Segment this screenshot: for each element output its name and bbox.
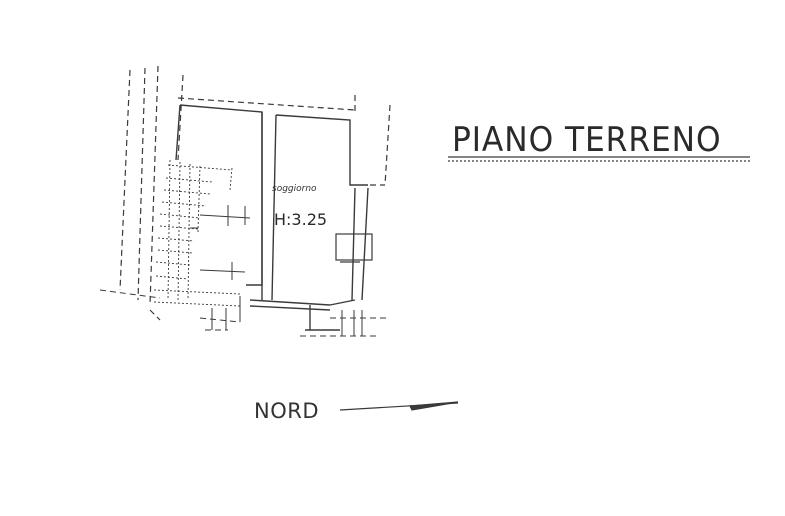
room-height-label: H:3.25 bbox=[274, 210, 328, 229]
tick-marks bbox=[211, 296, 363, 336]
title-underline bbox=[448, 156, 750, 162]
north-label: NORD bbox=[254, 399, 319, 423]
outer-boundary-dashed bbox=[119, 65, 391, 321]
north-arrow bbox=[339, 401, 459, 411]
walls bbox=[175, 104, 369, 331]
stair-hatching bbox=[153, 159, 241, 307]
interior-partition bbox=[190, 205, 251, 280]
column-block bbox=[335, 233, 373, 263]
room-name-label: soggiorno bbox=[272, 184, 317, 194]
ground-line bbox=[99, 289, 390, 337]
drawing-title: PIANO TERRENO bbox=[452, 120, 722, 160]
